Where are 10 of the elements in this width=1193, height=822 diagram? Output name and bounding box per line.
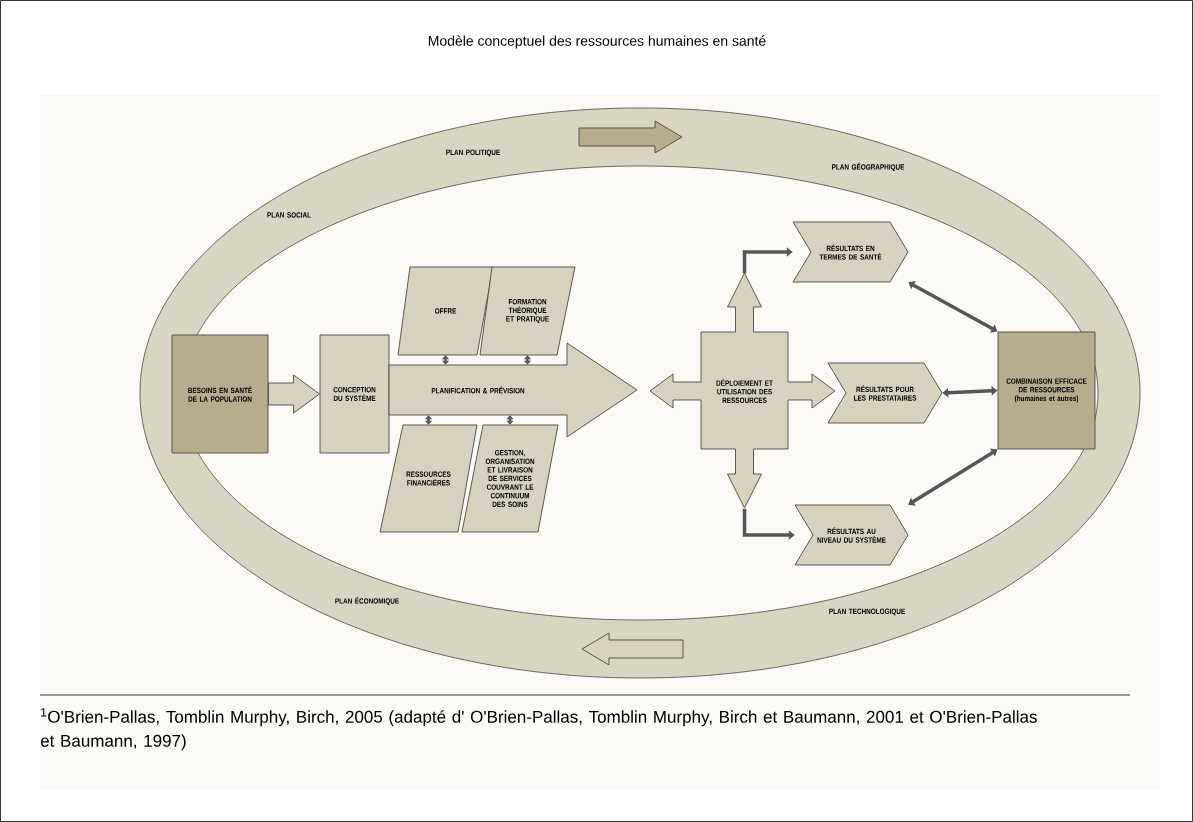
arrow [742,247,793,274]
footnote: $^{1}$O'Brien-Pallas, Tomblin Murphy, Birch, 2005 (adapté d' O'Brien-Pallas, Tomblin Murphy, Birch et Baumann, 2001 et O'Brien-Pallas et Baumann, 1997) [40,708,1037,751]
arrow [425,415,432,425]
arrow [942,386,998,398]
arrow [908,448,998,506]
arrow [524,355,531,365]
block-arrow [268,374,320,414]
arrow [442,355,449,365]
arrow [507,415,513,425]
title: Modèle conceptuel des ressources humaines en santé [428,35,766,49]
